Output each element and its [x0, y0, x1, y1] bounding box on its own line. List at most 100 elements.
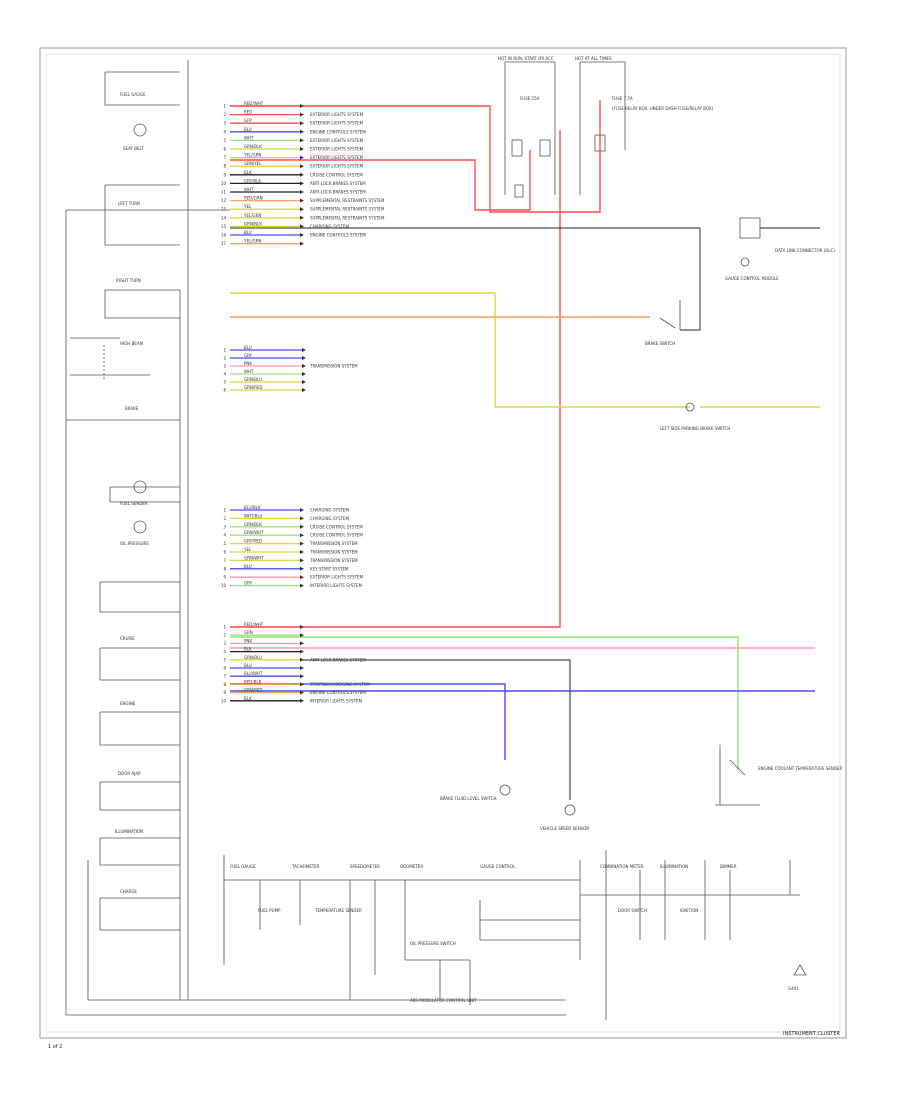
wire-color-label: YEL/GRN — [243, 239, 261, 244]
wire-stub-arrow — [300, 641, 304, 646]
pin-number: 8 — [223, 566, 226, 571]
wire-stub-arrow — [300, 224, 304, 229]
pin-number: 2 — [223, 516, 226, 521]
wire-color-label: RED/WHT — [244, 622, 264, 627]
wire-destination-label: ENGINE CONTROLS SYSTEM — [310, 233, 366, 238]
wire-stub-arrow — [300, 138, 304, 143]
pin-number: 9 — [223, 690, 226, 695]
wire-color-label: BLU — [244, 230, 252, 235]
pin-number: 7 — [223, 674, 226, 679]
wire-black-drop — [230, 659, 571, 800]
wire-color-label: GRN — [244, 630, 253, 635]
wire-color-label: PNK — [244, 638, 252, 643]
wire-green-long — [230, 636, 739, 770]
wire-blue-drop — [230, 683, 506, 760]
wire-color-label: RED/GRN — [244, 196, 263, 201]
wire-color-label: YEL/GRN — [243, 213, 261, 218]
wire-stub-arrow — [300, 516, 304, 521]
wire-stub-arrow — [300, 104, 304, 108]
left-device-labels: FUEL GAUGE SEAT BELT LEFT TURN RIGHT TUR… — [115, 92, 149, 894]
wire-stub-arrow — [300, 508, 304, 512]
pin-number: 9 — [223, 172, 226, 177]
wire-destination-label: TRANSMISSION SYSTEM — [309, 558, 358, 563]
wire-destination-label: SUPPLEMENTAL RESTRAINTS SYSTEM — [310, 198, 385, 203]
right-component-labels: DATA LINK CONNECTOR (DLC) GAUGE CONTROL … — [258, 248, 842, 1003]
pin-number: 3 — [223, 121, 226, 126]
wire-color-label: GRN/BLK — [244, 522, 262, 527]
wire-stub-arrow — [300, 566, 304, 571]
wire-destination-label: INTERIOR LIGHTS SYSTEM — [310, 698, 363, 703]
wire-color-label: GRN/YEL — [244, 161, 262, 166]
fuse-list-label: (FUSE RELAY BOX, UNDER DASH FUSE/RELAY B… — [612, 106, 714, 111]
device-label-right-turn: RIGHT TURN — [116, 278, 141, 283]
pin-number: 5 — [223, 380, 226, 385]
wire-stub-arrow — [300, 112, 304, 117]
pin-number: 3 — [223, 364, 226, 369]
brake-fluid-label: BRAKE FLUID LEVEL SWITCH — [440, 796, 497, 801]
wire-color-label: BLU — [244, 345, 252, 350]
pin-number: 9 — [223, 575, 226, 580]
wire-destination-label: EXTERIOR LIGHTS SYSTEM — [310, 155, 364, 160]
wire-color-label: PNK — [244, 361, 252, 366]
pin-number: 5 — [223, 138, 226, 143]
wire-black-mid — [680, 228, 701, 331]
wire-color-label: BLU/BLK — [244, 505, 261, 510]
page-label: 1 of 2 — [48, 1044, 62, 1050]
colored-wires — [230, 100, 820, 800]
wire-color-label: GRY — [244, 118, 253, 123]
door-switch-label: DOOR SWITCH — [618, 908, 647, 913]
wire-color-label: BLK — [244, 170, 252, 175]
wire-stub-arrow — [300, 666, 304, 670]
device-label-door-ajar: DOOR AJAR — [118, 771, 141, 776]
wire-stub-arrow — [300, 172, 304, 177]
wire-stub-arrow — [302, 372, 306, 376]
wire-color-label: RED — [244, 110, 252, 115]
wire-color-label: YEL — [243, 204, 252, 209]
wire-destination-label: TRANSMISSION SYSTEM — [309, 364, 358, 369]
wire-stub-arrow — [302, 348, 306, 352]
wire-color-label: GRY — [244, 581, 253, 586]
fuse-block-labels: HOT IN RUN, START OR ACC HOT AT ALL TIME… — [498, 56, 714, 111]
fuse-b-label: FUSE 7.5A — [612, 96, 633, 101]
wire-stub-arrow — [300, 129, 304, 134]
oil-switch-label: OIL PRESSURE SWITCH — [410, 941, 456, 946]
bottom-component-label: ODOMETER — [400, 864, 423, 869]
wire-destination-label: CRUISE CONTROL SYSTEM — [310, 524, 363, 529]
bus-lines — [65, 60, 800, 1020]
bottom-component-label: ILLUMINATION — [660, 864, 688, 869]
wire-color-label: GRN/RED — [244, 688, 263, 693]
fuse-a-label: FUSE 15A — [520, 96, 540, 101]
bottom-component-label: DIMMER — [720, 864, 737, 869]
wire-stub-arrow — [300, 558, 304, 563]
pin-number: 8 — [223, 682, 226, 687]
pin-number: 4 — [223, 649, 226, 654]
wire-destination-label: STARTING/CHARGING SYSTEM — [310, 682, 370, 687]
wire-destination-label: INTERIOR LIGHTS SYSTEM — [310, 583, 363, 588]
diagram-title: INSTRUMENT CLUSTER — [783, 1031, 841, 1037]
wire-stub-arrow — [300, 181, 304, 186]
wire-stub-arrow — [300, 674, 304, 679]
wire-color-label: GRN/BLK — [244, 221, 262, 226]
wire-color-label: YEL — [243, 547, 252, 552]
wire-stub-arrow — [300, 541, 304, 546]
pin-number: 7 — [223, 155, 226, 160]
fuse-hot-run-label: HOT IN RUN, START OR ACC — [498, 56, 554, 61]
pin-number: 15 — [221, 224, 227, 229]
device-label-engine: ENGINE — [120, 701, 136, 706]
device-label-seat-belt: SEAT BELT — [123, 146, 144, 151]
wire-destination-label: EXTERIOR LIGHTS SYSTEM — [310, 121, 364, 126]
pin-number: 1 — [223, 348, 226, 353]
wire-destination-label: EXTERIOR LIGHTS SYSTEM — [310, 164, 364, 169]
bottom-component-label: COMBINATION METER — [600, 864, 644, 869]
wire-red-top — [230, 100, 601, 213]
wire-destination-label: ENGINE CONTROLS SYSTEM — [310, 690, 366, 695]
bottom-component-label: FUEL GAUGE — [230, 864, 256, 869]
wire-color-label: RED/WHT — [244, 101, 264, 106]
pin-number: 7 — [223, 558, 226, 563]
wire-stub-arrow — [300, 575, 304, 580]
pin-number: 5 — [223, 657, 226, 662]
bottom-component-label: TACHOMETER — [291, 864, 320, 869]
pin-number: 16 — [221, 233, 227, 238]
wire-destination-label: SUPPLEMENTAL RESTRAINTS SYSTEM — [310, 215, 385, 220]
wire-destination-label: EXTERIOR LIGHTS SYSTEM — [310, 112, 364, 117]
